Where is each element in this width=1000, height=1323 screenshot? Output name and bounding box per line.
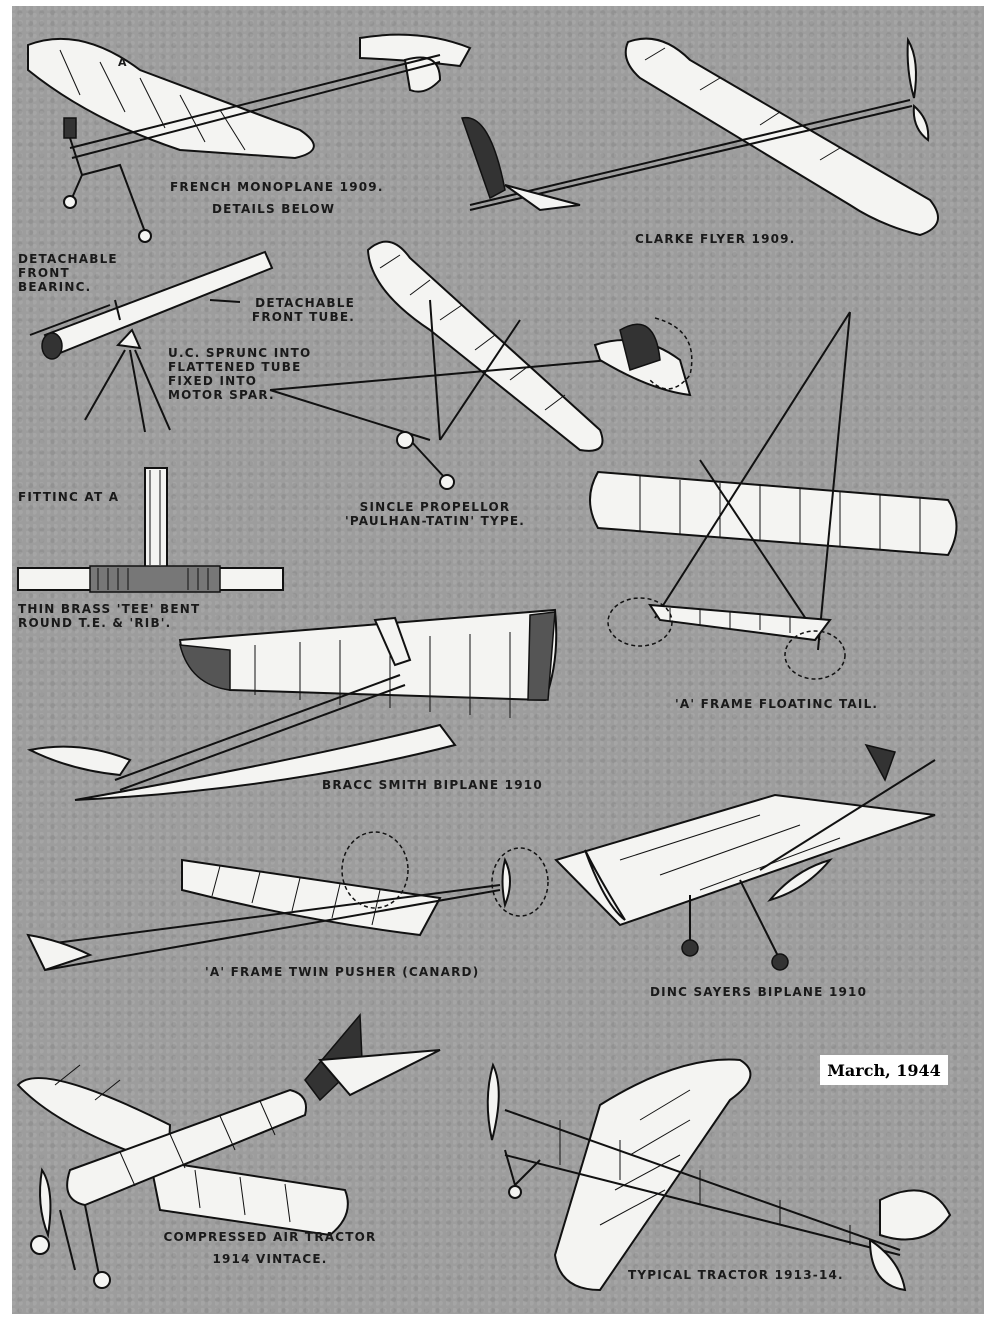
twin-pusher-canard-drawing [26,831,549,972]
label-details-below: DETAILS BELOW [212,202,336,216]
label-ding-sayers-biplane: DINC SAYERS BIPLANE 1910 [650,985,868,999]
label-thin-brass-tee: THIN BRASS 'TEE' BENT ROUND T.E. & 'RIB'… [18,602,201,630]
a-frame-floating-tail-drawing [589,311,958,680]
french-monoplane-drawing [27,33,472,243]
label-clarke-flyer: CLARKE FLYER 1909. [635,232,796,246]
label-compressed-air-tractor: COMPRESSED AIR TRACTOR 1914 VINTACE. [163,1230,377,1266]
clarke-flyer-drawing [461,36,939,237]
label-uc-sprung: U.C. SPRUNC INTO FLATTENED TUBE FIXED IN… [168,346,312,402]
ding-sayers-biplane-drawing [554,743,936,971]
label-a-frame-floating-tail: 'A' FRAME FLOATINC TAIL. [675,697,879,711]
label-a-frame-twin-pusher: 'A' FRAME TWIN PUSHER (CANARD) [205,965,480,979]
label-single-propellor: SINCLE PROPELLOR 'PAULHAN-TATIN' TYPE. [344,500,526,528]
label-typical-tractor: TYPICAL TRACTOR 1913-14. [628,1268,844,1282]
fitting-at-a-detail-drawing [17,467,284,593]
date-stamp-text: March, 1944 [827,1060,941,1080]
front-bearing-detail-drawing [29,250,274,433]
fitting-letter-a: A [118,56,128,69]
label-french-monoplane: FRENCH MONOPLANE 1909. [170,180,384,194]
date-stamp: March, 1944 [820,1055,948,1085]
label-fitting-at-a: FITTINC AT A [18,490,120,504]
paulhan-tatin-drawing [269,240,693,490]
typical-tractor-drawing [486,1058,952,1292]
label-bragg-smith-biplane: BRACC SMITH BIPLANE 1910 [322,778,543,792]
label-detachable-front-tube: DETACHABLE FRONT TUBE. [251,296,355,324]
label-detachable-front-bearing: DETACHABLE FRONT BEARINC. [18,252,118,294]
bragg-smith-biplane-drawing [26,608,558,801]
compressed-air-tractor-drawing [16,1013,441,1289]
